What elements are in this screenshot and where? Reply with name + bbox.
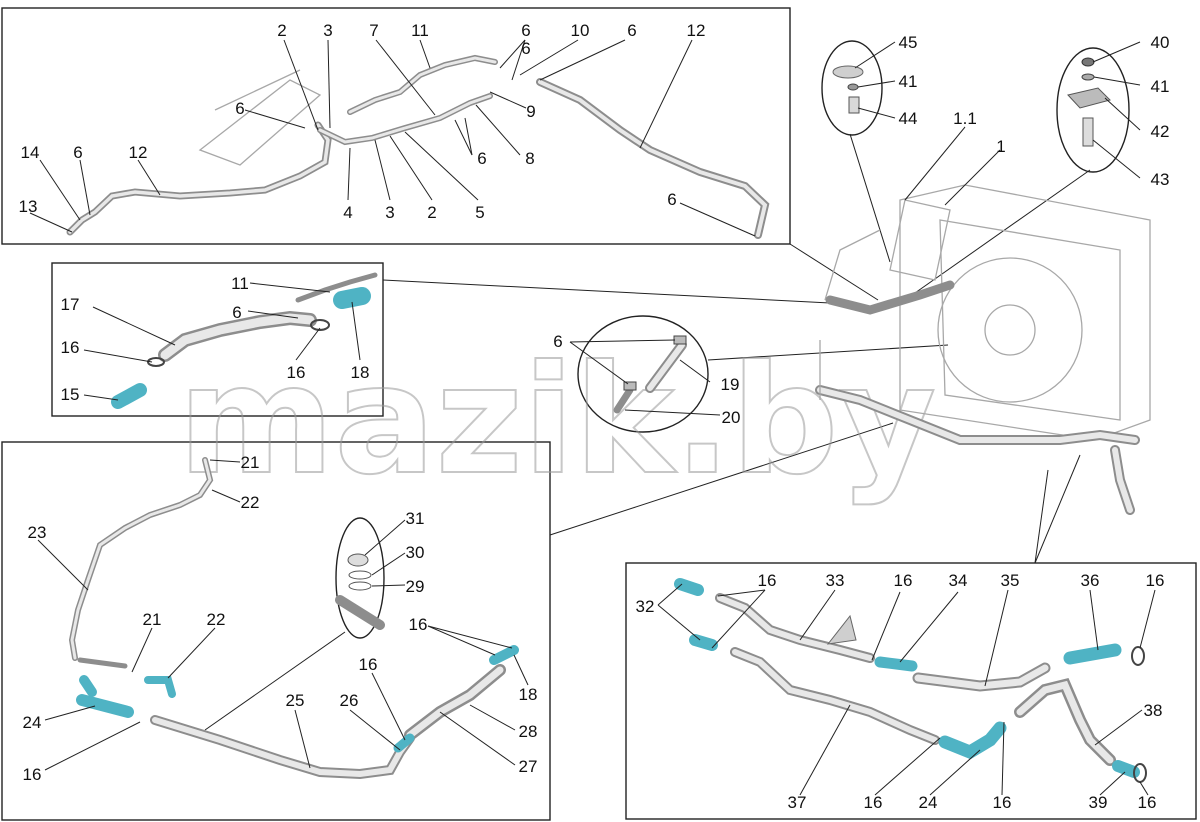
detail-19-hoses bbox=[613, 335, 687, 414]
part-label: 1.1 bbox=[953, 109, 977, 128]
part-label: 21 bbox=[241, 453, 260, 472]
part-label: 11 bbox=[231, 274, 249, 293]
part-label: 6 bbox=[627, 21, 636, 40]
part-label: 16 bbox=[864, 793, 883, 812]
part-label: 16 bbox=[1146, 571, 1165, 590]
labels-bottom-left: 21 22 23 31 30 29 21 22 16 18 24 16 25 2… bbox=[23, 453, 538, 784]
parts-40-43 bbox=[1067, 57, 1111, 147]
part-label: 18 bbox=[351, 363, 370, 382]
watermark: mazik.by bbox=[178, 334, 936, 508]
part-label: 1 bbox=[996, 137, 1005, 156]
part-label: 44 bbox=[899, 109, 918, 128]
part-label: 3 bbox=[385, 203, 394, 222]
part-label: 7 bbox=[369, 21, 378, 40]
part-label: 14 bbox=[21, 143, 40, 162]
part-label: 6 bbox=[477, 149, 486, 168]
part-label: 33 bbox=[826, 571, 845, 590]
part-label: 15 bbox=[61, 385, 80, 404]
part-label: 21 bbox=[143, 610, 162, 629]
labels-top-left: 2 3 7 11 6 6 10 6 12 6 9 8 6 14 6 12 13 … bbox=[19, 21, 706, 222]
part-label: 6 bbox=[521, 21, 530, 40]
part-label: 31 bbox=[406, 509, 425, 528]
part-label: 3 bbox=[323, 21, 332, 40]
callout-ellipse-31 bbox=[335, 517, 385, 639]
callout-ellipse-19 bbox=[577, 315, 709, 433]
part-label: 16 bbox=[409, 615, 428, 634]
part-label: 16 bbox=[1138, 793, 1157, 812]
part-label: 4 bbox=[343, 203, 352, 222]
labels-bottom-right: 32 16 33 16 34 35 36 16 38 37 16 24 16 3… bbox=[636, 571, 1165, 812]
part-label: 5 bbox=[475, 203, 484, 222]
part-label: 6 bbox=[521, 39, 530, 58]
part-label: 40 bbox=[1151, 33, 1170, 52]
panel-bottom-right-frame bbox=[625, 562, 1197, 820]
part-label: 16 bbox=[23, 765, 42, 784]
part-label: 6 bbox=[235, 99, 244, 118]
part-label: 24 bbox=[919, 793, 938, 812]
bottom-right-hoses bbox=[674, 578, 1147, 783]
part-label: 6 bbox=[553, 332, 562, 351]
panel-top-left-frame bbox=[1, 7, 791, 245]
part-label: 16 bbox=[993, 793, 1012, 812]
part-label: 41 bbox=[899, 72, 918, 91]
part-label: 12 bbox=[129, 143, 148, 162]
part-label: 25 bbox=[286, 691, 305, 710]
part-label: 9 bbox=[526, 102, 535, 121]
part-label: 8 bbox=[525, 149, 534, 168]
part-label: 39 bbox=[1089, 793, 1108, 812]
callout-ellipse-45 bbox=[821, 40, 883, 136]
part-label: 29 bbox=[406, 577, 425, 596]
part-label: 43 bbox=[1151, 170, 1170, 189]
part-label: 28 bbox=[519, 722, 538, 741]
panel-mid-left-frame bbox=[51, 262, 384, 417]
part-label: 45 bbox=[899, 33, 918, 52]
part-label: 16 bbox=[287, 363, 306, 382]
labels-right-top: 45 41 44 1.1 1 40 41 42 43 bbox=[899, 33, 1170, 189]
part-label: 19 bbox=[721, 375, 740, 394]
part-label: 42 bbox=[1151, 122, 1170, 141]
part-label: 22 bbox=[241, 493, 260, 512]
part-label: 12 bbox=[687, 21, 706, 40]
part-label: 38 bbox=[1144, 701, 1163, 720]
label-leaders bbox=[29, 39, 1156, 796]
part-label: 37 bbox=[788, 793, 807, 812]
bottom-left-hoses bbox=[68, 457, 519, 780]
part-label: 2 bbox=[277, 21, 286, 40]
part-label: 23 bbox=[28, 523, 47, 542]
labels-detail-center: 6 19 20 bbox=[553, 332, 740, 427]
part-label: 32 bbox=[636, 597, 655, 616]
top-left-hoses bbox=[66, 54, 770, 239]
part-label: 6 bbox=[73, 143, 82, 162]
part-label: 24 bbox=[23, 713, 42, 732]
panel-bottom-left-frame bbox=[1, 441, 551, 821]
part-label: 6 bbox=[232, 303, 241, 322]
part-label: 36 bbox=[1081, 571, 1100, 590]
part-label: 17 bbox=[61, 295, 80, 314]
part-label: 34 bbox=[949, 571, 968, 590]
part-label: 13 bbox=[19, 197, 38, 216]
part-label: 2 bbox=[427, 203, 436, 222]
part-label: 41 bbox=[1151, 77, 1170, 96]
part-label: 16 bbox=[61, 338, 80, 357]
parts-45-41-44 bbox=[832, 65, 864, 114]
mid-left-hoses bbox=[111, 272, 378, 409]
part-label: 30 bbox=[406, 543, 425, 562]
part-label: 22 bbox=[207, 610, 226, 629]
part-label: 35 bbox=[1001, 571, 1020, 590]
part-label: 16 bbox=[758, 571, 777, 590]
radiator-assembly bbox=[815, 184, 1151, 515]
labels-mid-left: 11 17 6 16 15 16 18 bbox=[61, 274, 370, 404]
part-label: 20 bbox=[722, 408, 741, 427]
part-label: 26 bbox=[340, 691, 359, 710]
callout-ellipse-40 bbox=[1056, 47, 1130, 173]
part-label: 27 bbox=[519, 757, 538, 776]
part-label: 10 bbox=[571, 21, 590, 40]
part-label: 11 bbox=[411, 21, 429, 40]
part-label: 16 bbox=[894, 571, 913, 590]
part-label: 16 bbox=[359, 655, 378, 674]
part-label: 6 bbox=[667, 190, 676, 209]
part-label: 18 bbox=[519, 685, 538, 704]
